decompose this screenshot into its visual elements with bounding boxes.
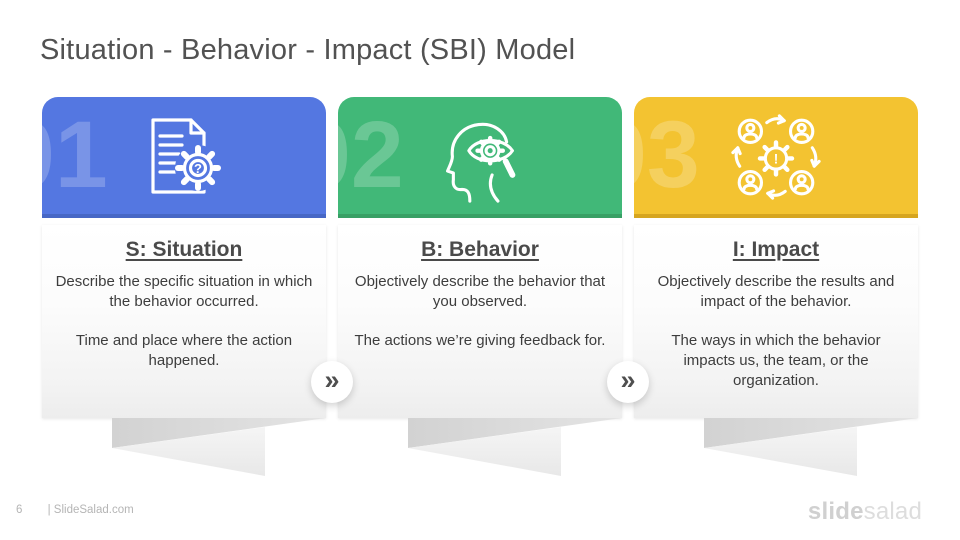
behavior-text-panel: B: Behavior Objectively describe the beh…	[338, 225, 622, 418]
step-number: 01	[42, 102, 108, 208]
step-number: 02	[338, 102, 404, 208]
situation-column: 01 ?	[42, 0, 326, 540]
behavior-column: 02 B: Beh	[338, 0, 622, 540]
impact-heading: I: Impact	[732, 238, 820, 261]
logo-light-part: salad	[863, 498, 922, 525]
double-chevron-icon: »	[324, 364, 340, 395]
impact-card-header: 03 !	[634, 97, 918, 218]
source-label: | SlideSalad.com	[47, 504, 134, 516]
impact-people-gear-icon: !	[731, 114, 821, 200]
slidesalad-logo: slidesalad	[808, 498, 922, 526]
logo-bold-part: slide	[807, 498, 864, 525]
ribbon-fold	[704, 418, 918, 476]
double-chevron-icon: »	[620, 364, 636, 395]
ribbon-fold	[112, 418, 326, 476]
page-number: 6	[16, 504, 23, 516]
behavior-card-header: 02	[338, 97, 622, 218]
behavior-body-2: The actions we’re giving feedback for.	[354, 332, 606, 350]
behavior-heading: B: Behavior	[421, 238, 539, 261]
impact-column: 03 !	[634, 0, 918, 540]
situation-heading: S: Situation	[125, 238, 243, 261]
chevron-separator-1: »	[311, 361, 353, 403]
situation-text-panel: S: Situation Describe the specific situa…	[42, 225, 326, 418]
ribbon-fold	[408, 418, 622, 476]
situation-card-header: 01 ?	[42, 97, 326, 218]
document-gear-question-icon: ?	[151, 118, 221, 194]
impact-text-panel: I: Impact Objectively describe the resul…	[634, 225, 918, 418]
situation-body-1: Describe the specific situation in which…	[55, 273, 313, 311]
svg-text:!: !	[774, 151, 779, 166]
slide-title: Situation - Behavior - Impact (SBI) Mode…	[40, 34, 576, 66]
step-number: 03	[634, 102, 700, 208]
behavior-body-1: Objectively describe the behavior that y…	[354, 273, 606, 311]
svg-text:?: ?	[194, 161, 202, 176]
impact-body-1: Objectively describe the results and imp…	[657, 273, 895, 311]
chevron-separator-2: »	[607, 361, 649, 403]
slide-footer: 6 | SlideSalad.com	[16, 504, 134, 516]
impact-body-2: The ways in which the behavior impacts u…	[671, 332, 881, 390]
situation-body-2: Time and place where the action happened…	[75, 332, 293, 370]
head-observation-gear-icon	[446, 122, 516, 203]
